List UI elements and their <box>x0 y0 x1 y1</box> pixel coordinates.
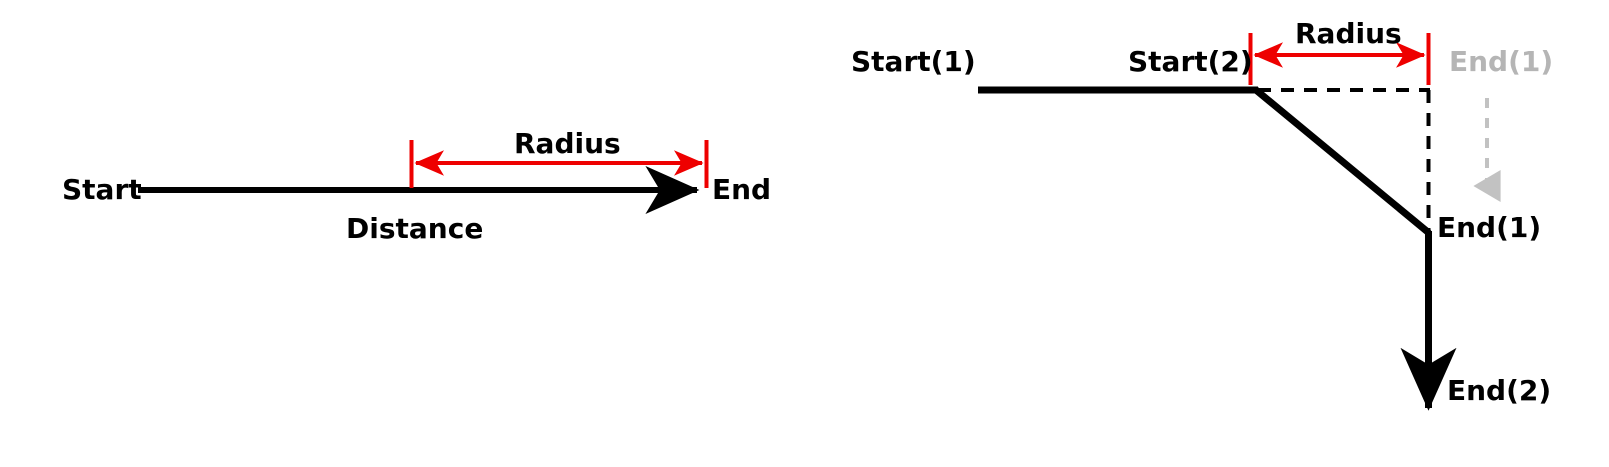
segment-diagonal-filleted <box>1253 87 1432 236</box>
label-end-2: End(2) <box>1447 374 1552 407</box>
label-radius-right-panel: Radius <box>1295 17 1402 50</box>
label-end-1-ghost: End(1) <box>1449 45 1554 78</box>
label-distance: Distance <box>346 212 484 245</box>
label-end: End <box>712 173 772 206</box>
panel-single-segment <box>138 140 709 214</box>
label-start-1: Start(1) <box>851 45 976 78</box>
label-end-1: End(1) <box>1437 211 1542 244</box>
label-start: Start <box>62 173 142 206</box>
label-radius-left-panel: Radius <box>514 127 621 160</box>
panel-two-segment-corner <box>978 33 1501 411</box>
label-start-2: Start(2) <box>1128 45 1253 78</box>
